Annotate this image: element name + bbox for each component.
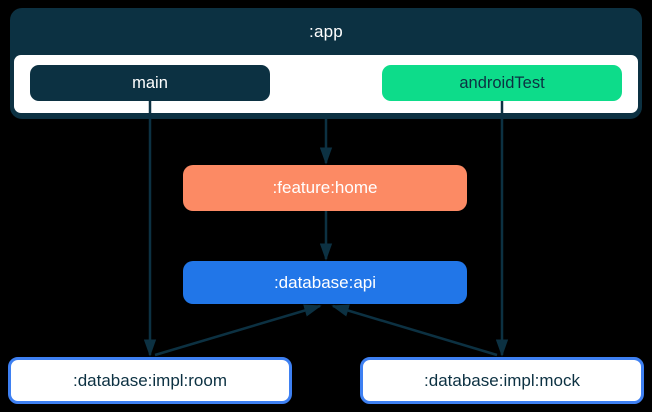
source-set-main: main bbox=[30, 65, 270, 101]
node-database-impl-room: :database:impl:room bbox=[8, 357, 292, 404]
edge-impl-room-to-database-api-arrow bbox=[154, 304, 322, 357]
node-database-impl-mock: :database:impl:mock bbox=[360, 357, 644, 404]
edge-impl-mock-to-database-api-arrow bbox=[331, 304, 498, 357]
app-module-body: main androidTest bbox=[14, 55, 638, 113]
node-database-api: :database:api bbox=[183, 261, 467, 304]
app-module-group: :app main androidTest bbox=[10, 8, 642, 119]
app-module-title: :app bbox=[309, 21, 343, 41]
source-set-androidtest: androidTest bbox=[382, 65, 622, 101]
node-feature-home: :feature:home bbox=[183, 165, 467, 211]
